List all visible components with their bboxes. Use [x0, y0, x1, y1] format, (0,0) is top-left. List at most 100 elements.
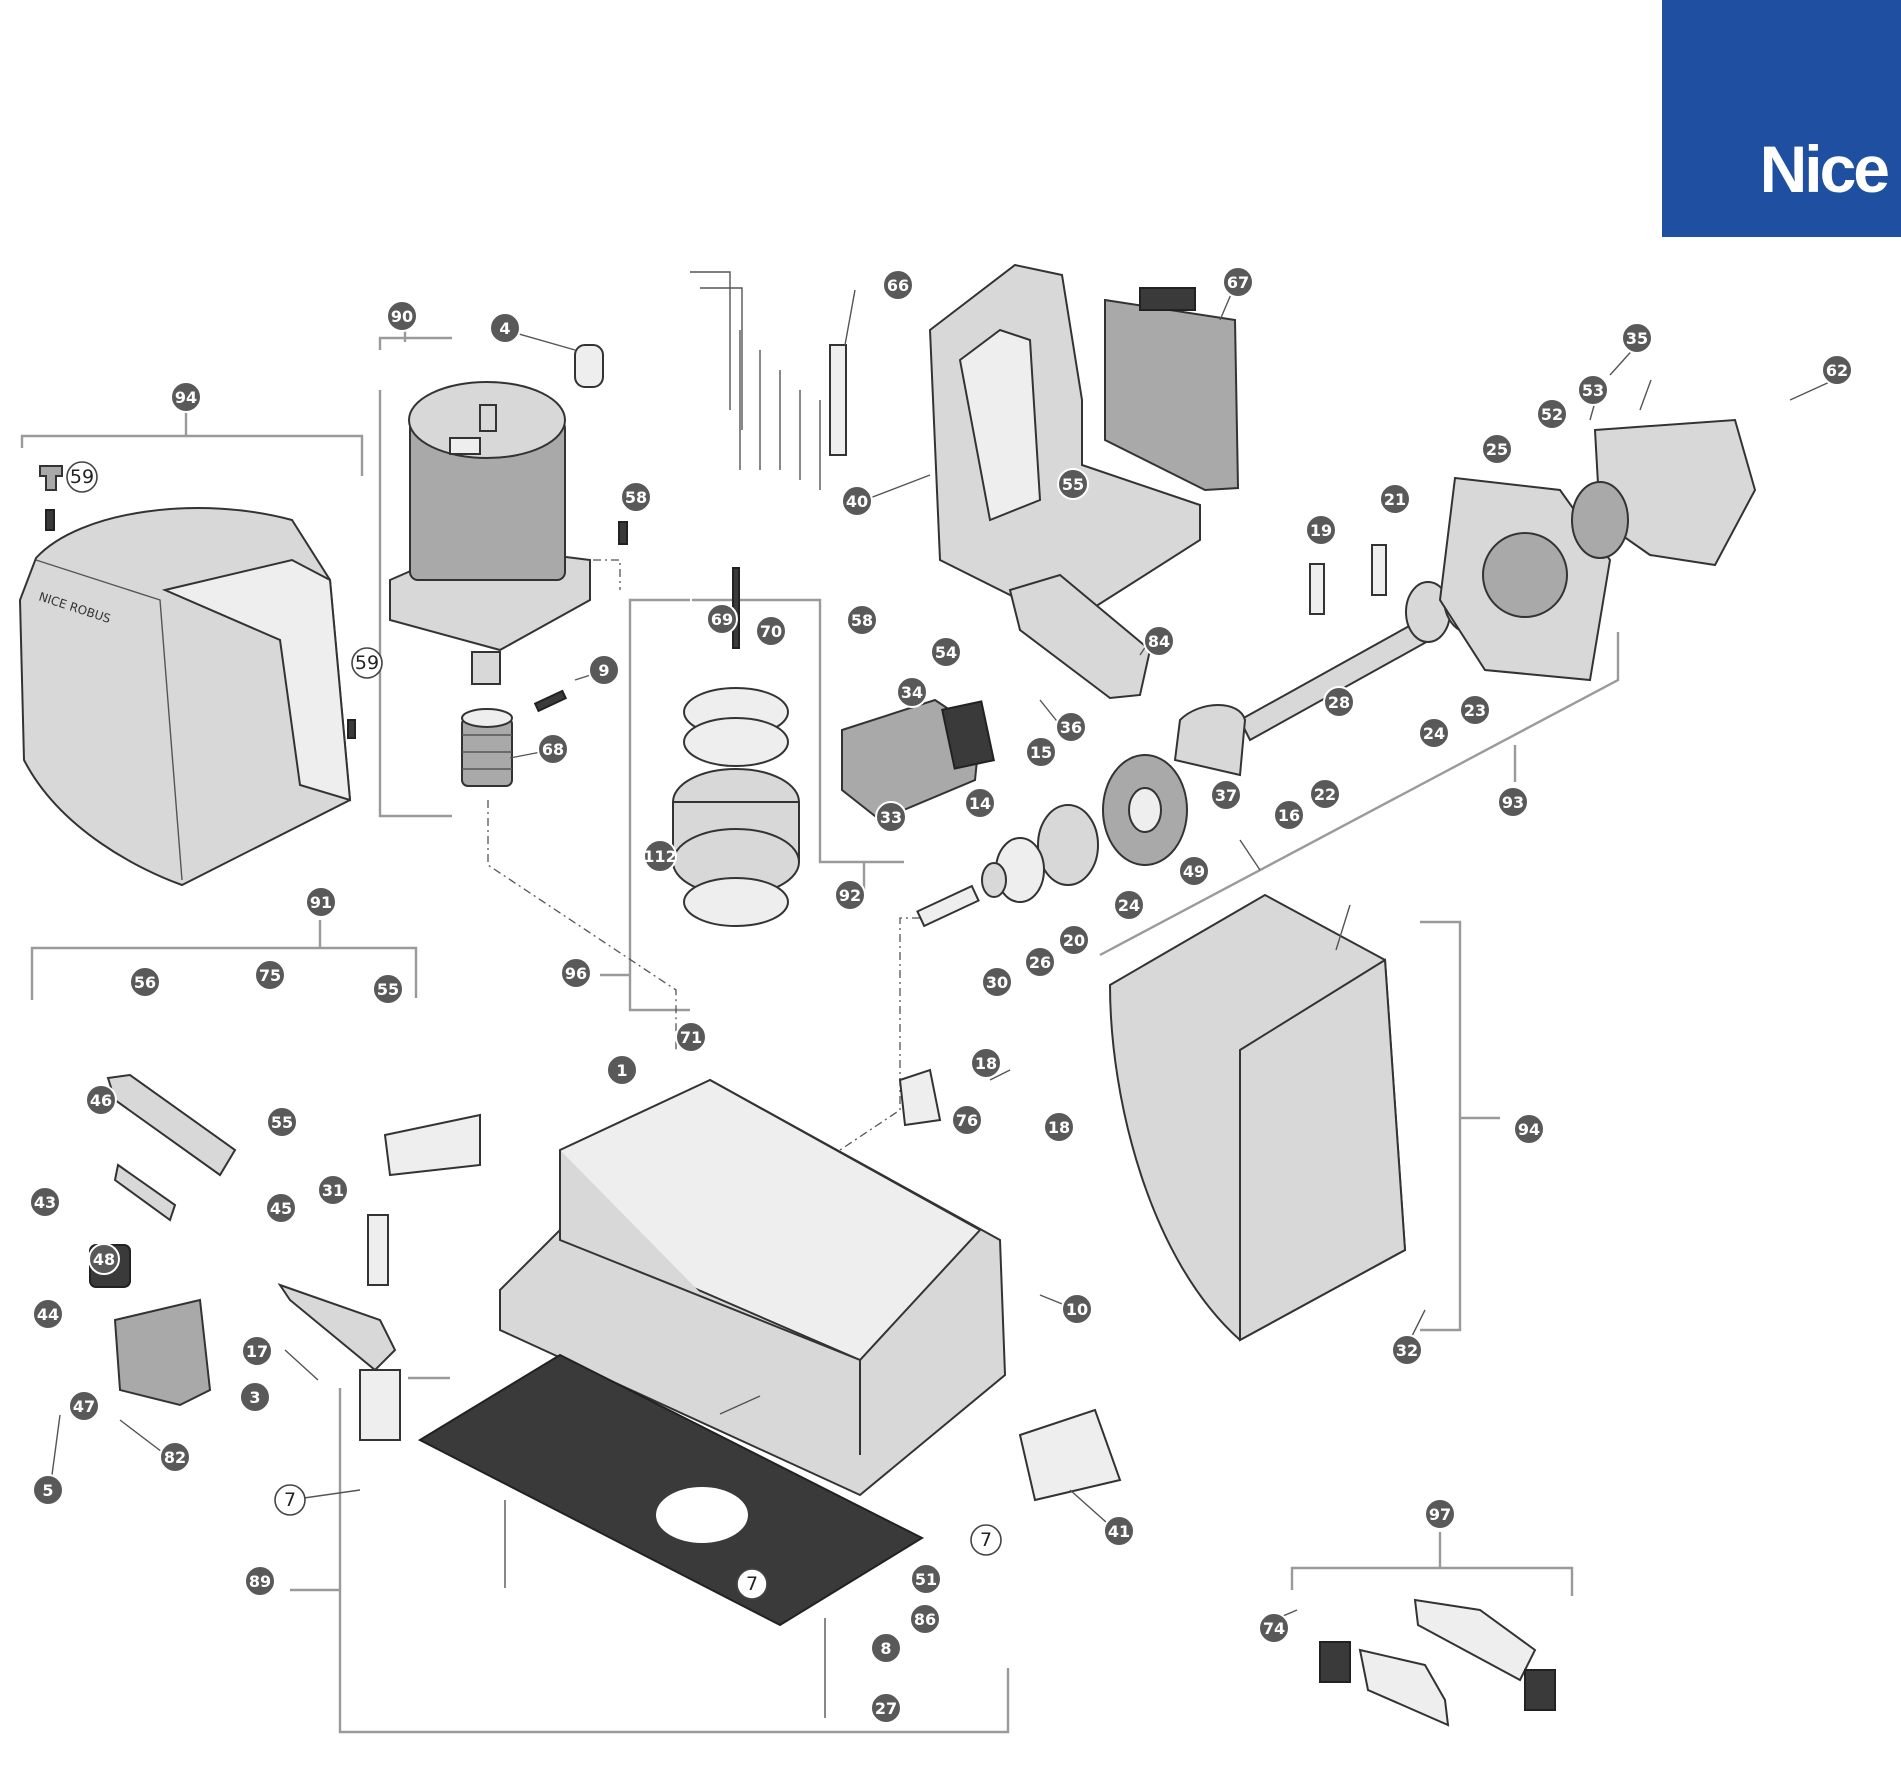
callout-circle	[274, 1484, 306, 1516]
callout-7: 7	[736, 1568, 768, 1600]
callout-circle	[1058, 924, 1090, 956]
callout-number: 40	[846, 492, 868, 511]
callout-number: 58	[625, 488, 647, 507]
callout-19: 19	[1305, 514, 1337, 546]
callout-number: 89	[249, 1572, 271, 1591]
callout-number: 32	[1396, 1341, 1418, 1360]
nice-logo: Nice	[1662, 0, 1901, 237]
callout-number: 36	[1060, 718, 1082, 737]
group-brackets	[20, 322, 1620, 1734]
callout-circle	[1043, 1111, 1075, 1143]
callout-number: 56	[134, 973, 156, 992]
motor	[389, 381, 591, 685]
callout-20: 20	[1058, 924, 1090, 956]
callout-number: 7	[980, 1529, 992, 1551]
callout-circle	[896, 676, 928, 708]
callout-number: 55	[377, 980, 399, 999]
callout-22: 22	[1309, 778, 1341, 810]
callout-circle	[1025, 736, 1057, 768]
callout-number: 44	[37, 1305, 59, 1324]
callout-28: 28	[1323, 686, 1355, 718]
control-box	[928, 263, 1201, 700]
callout-45: 45	[265, 1192, 297, 1224]
callout-3: 3	[239, 1381, 271, 1413]
callout-circle	[305, 886, 337, 918]
callout-circle	[1418, 717, 1450, 749]
callout-number: 92	[839, 886, 861, 905]
callout-number: 8	[880, 1639, 891, 1658]
callout-circle	[32, 1298, 64, 1330]
callout-circle	[560, 957, 592, 989]
callout-number: 59	[355, 652, 379, 674]
callout-8: 8	[870, 1632, 902, 1664]
callout-number: 93	[1502, 793, 1524, 812]
callout-number: 45	[270, 1199, 292, 1218]
callout-number: 59	[70, 466, 94, 488]
callout-number: 28	[1328, 693, 1350, 712]
callout-70: 70	[755, 615, 787, 647]
callout-circle	[1424, 1498, 1456, 1530]
callout-circle	[1621, 322, 1653, 354]
callout-67: 67	[1222, 266, 1254, 298]
callout-circle	[1178, 855, 1210, 887]
callout-32: 32	[1391, 1334, 1423, 1366]
callout-58: 58	[846, 604, 878, 636]
callout-circle	[159, 1441, 191, 1473]
callout-number: 75	[259, 966, 281, 985]
callout-89: 89	[244, 1565, 276, 1597]
callout-53: 53	[1577, 374, 1609, 406]
callout-number: 48	[93, 1250, 115, 1269]
callout-circle	[372, 973, 404, 1005]
base-housing	[499, 1078, 1007, 1497]
worm-screw	[461, 708, 513, 787]
callout-circle	[620, 481, 652, 513]
callout-10: 10	[1061, 1293, 1093, 1325]
callout-93: 93	[1497, 786, 1529, 818]
callout-number: 71	[680, 1028, 702, 1047]
callout-number: 49	[1183, 862, 1205, 881]
callout-7: 7	[970, 1524, 1002, 1556]
callout-number: 23	[1464, 701, 1486, 720]
callout-59: 59	[66, 461, 98, 493]
callout-circle	[706, 603, 738, 635]
callout-92: 92	[834, 879, 866, 911]
callout-circle	[129, 966, 161, 998]
callout-circle	[606, 1054, 638, 1086]
callout-number: 91	[310, 893, 332, 912]
callout-number: 33	[880, 808, 902, 827]
callout-4: 4	[489, 312, 521, 344]
callout-number: 17	[246, 1342, 268, 1361]
callout-circle	[241, 1335, 273, 1367]
callout-circle	[1305, 514, 1337, 546]
assembly-lines	[487, 559, 920, 1151]
callout-49: 49	[1178, 855, 1210, 887]
callout-circle	[317, 1174, 349, 1206]
callout-number: 55	[271, 1113, 293, 1132]
callout-circle	[882, 269, 914, 301]
callout-number: 62	[1826, 361, 1848, 380]
callout-circle	[1481, 433, 1513, 465]
callout-112: 112	[643, 839, 677, 873]
callout-94: 94	[170, 381, 202, 413]
callout-24: 24	[1418, 717, 1450, 749]
callout-number: 18	[975, 1054, 997, 1073]
callout-number: 84	[1148, 632, 1170, 651]
callout-82: 82	[159, 1441, 191, 1473]
callout-circle	[239, 1381, 271, 1413]
callout-number: 47	[73, 1397, 95, 1416]
callout-number: 68	[542, 740, 564, 759]
callout-circle	[88, 1243, 120, 1275]
callout-number: 7	[746, 1573, 758, 1595]
shaft-pins	[1309, 544, 1387, 615]
callout-number: 16	[1278, 806, 1300, 825]
callout-30: 30	[981, 966, 1013, 998]
callout-circle	[930, 636, 962, 668]
motor-small-parts	[533, 344, 628, 713]
callout-number: 14	[969, 794, 991, 813]
callout-94: 94	[1513, 1113, 1545, 1145]
callout-circle	[1459, 694, 1491, 726]
callout-circle	[981, 966, 1013, 998]
callout-circle	[351, 647, 383, 679]
callout-number: 15	[1030, 743, 1052, 762]
rack-kit	[1319, 1598, 1556, 1727]
